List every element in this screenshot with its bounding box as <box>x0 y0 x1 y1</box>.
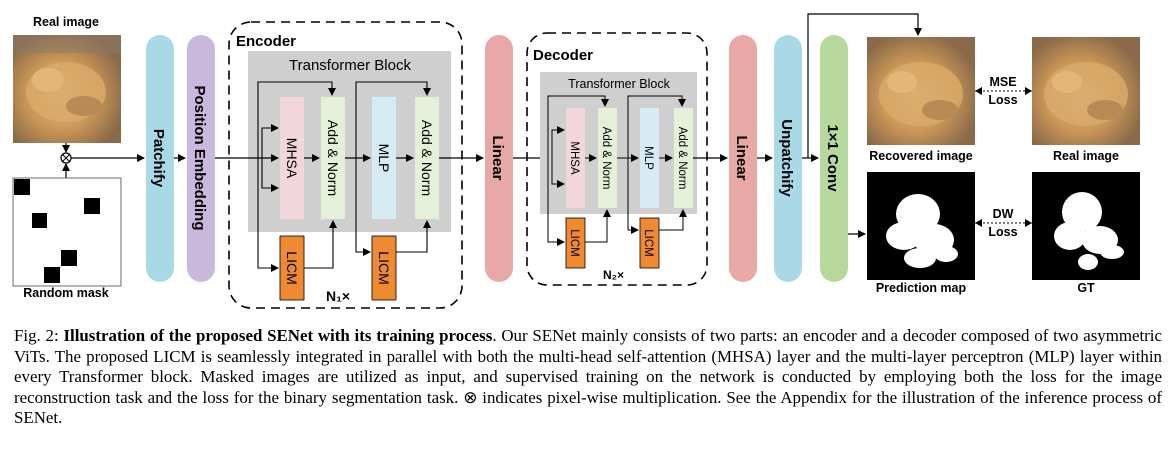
encoder-block-title: Transformer Block <box>289 57 411 74</box>
gt-label: GT <box>1077 281 1095 295</box>
dw-loss-label-1: DW <box>993 207 1014 221</box>
encoder-addnorm-block-1 <box>321 97 345 219</box>
decoder-licm-block-2 <box>639 217 660 269</box>
decoder-mlp-block <box>640 108 659 208</box>
decoder-mhsa-block <box>566 108 585 208</box>
unpatchify-block <box>774 35 802 282</box>
input-real-image-label: Real image <box>33 15 99 29</box>
figure-caption: Fig. 2: Illustration of the proposed SEN… <box>14 326 1162 429</box>
linear-label-2: Linear <box>733 135 750 180</box>
linear-block-1 <box>485 35 513 282</box>
encoder-box <box>228 21 463 309</box>
unpatchify-label: Unpatchify <box>778 119 795 197</box>
encoder-licm-label-2: LICM <box>376 251 392 284</box>
decoder-transformer-block <box>540 72 697 214</box>
decoder-addnorm-block-1 <box>598 108 617 208</box>
encoder-mlp-block <box>372 97 396 219</box>
caption-label: Fig. 2: <box>14 326 59 345</box>
conv-label: 1×1 Conv <box>824 124 841 192</box>
decoder-licm-label-2: LICM <box>642 229 654 256</box>
decoder-box <box>526 32 708 286</box>
random-mask-label: Random mask <box>23 286 108 300</box>
mse-loss-label-1: MSE <box>989 75 1016 89</box>
architecture-figure: Real image Random mask Patchify Position… <box>12 13 1140 309</box>
decoder-title: Decoder <box>533 47 593 64</box>
input-real-image <box>13 35 121 143</box>
prediction-map-label: Prediction map <box>876 281 967 295</box>
caption-title: Illustration of the proposed SENet with … <box>63 326 493 345</box>
real-image-label: Real image <box>1053 149 1119 163</box>
decoder-addnorm-label-2: Add & Norm <box>676 127 688 190</box>
encoder-title: Encoder <box>236 33 296 50</box>
dw-loss-label-2: Loss <box>988 225 1017 239</box>
encoder-licm-label-1: LICM <box>284 251 300 284</box>
decoder-repeat-label: N₂× <box>603 268 624 282</box>
encoder-addnorm-label-1: Add & Norm <box>325 120 341 196</box>
encoder-mlp-label: MLP <box>376 144 392 173</box>
conv-block <box>820 35 848 282</box>
position-embedding-label: Position Embedding <box>191 86 208 231</box>
encoder-mhsa-block <box>280 97 304 219</box>
mse-loss-label-2: Loss <box>988 93 1017 107</box>
linear-block-2 <box>729 35 757 282</box>
decoder-addnorm-label-1: Add & Norm <box>600 127 612 190</box>
encoder-addnorm-block-2 <box>415 97 439 219</box>
decoder-addnorm-block-2 <box>674 108 693 208</box>
encoder-licm-block-2 <box>371 235 397 301</box>
decoder-licm-block-1 <box>565 217 586 269</box>
decoder-mlp-label: MLP <box>642 146 654 170</box>
gt-image <box>1032 172 1140 280</box>
patchify-label: Patchify <box>150 129 167 188</box>
caption-body: . Our SENet mainly consists of two parts… <box>14 326 1163 427</box>
patchify-block <box>146 35 174 282</box>
encoder-mhsa-label: MHSA <box>284 138 300 179</box>
recovered-image-label: Recovered image <box>869 149 973 163</box>
decoder-licm-label-1: LICM <box>568 229 580 256</box>
linear-label-1: Linear <box>489 135 506 180</box>
prediction-map-image <box>867 172 975 280</box>
encoder-addnorm-label-2: Add & Norm <box>419 120 435 196</box>
decoder-block-title: Transformer Block <box>568 77 670 91</box>
encoder-repeat-label: N₁× <box>326 288 350 304</box>
random-mask-image <box>12 177 122 287</box>
real-image-right <box>1032 37 1140 145</box>
recovered-image <box>867 37 975 145</box>
position-embedding-block <box>187 35 215 282</box>
decoder-mhsa-label: MHSA <box>568 141 580 175</box>
